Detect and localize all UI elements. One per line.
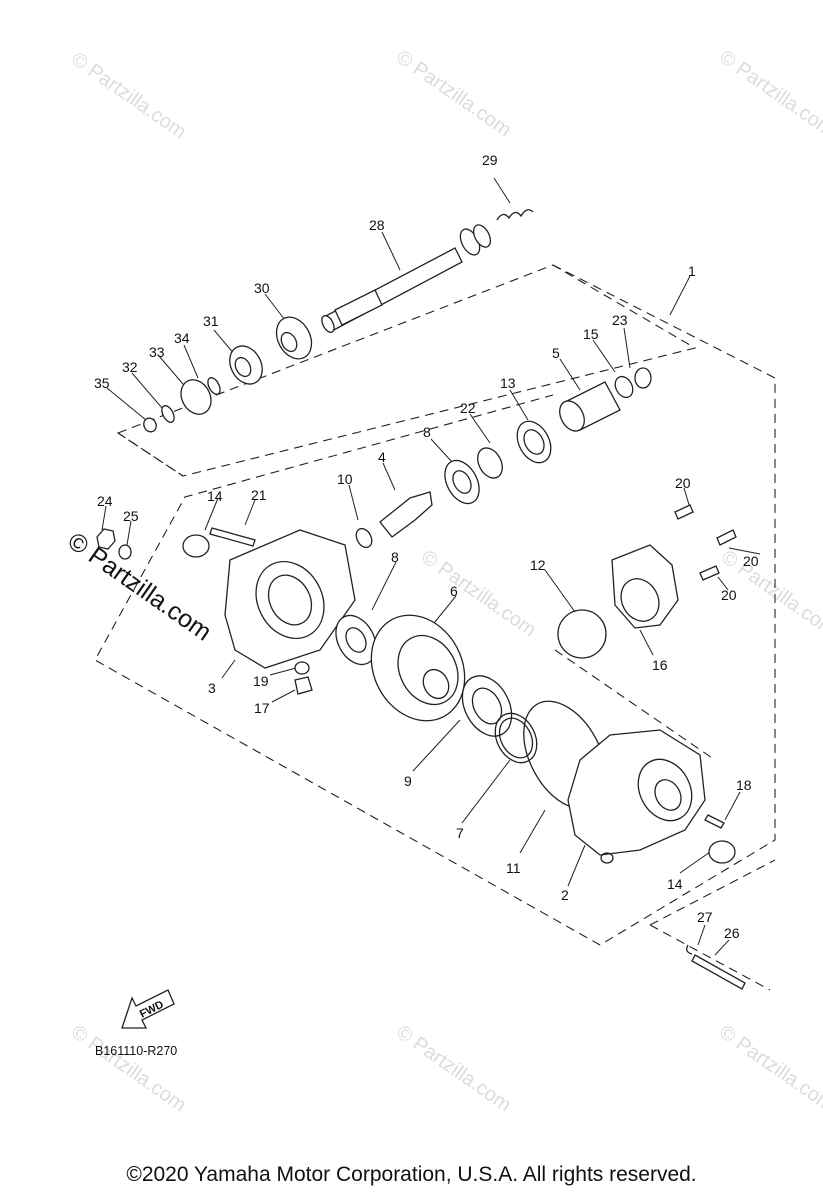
callout-22: 22 bbox=[460, 400, 476, 416]
callout-6: 6 bbox=[450, 583, 458, 599]
callout-8a: 8 bbox=[423, 424, 431, 440]
watermark-text: © Partzilla.com bbox=[67, 1021, 190, 1116]
callout-20c: 20 bbox=[721, 587, 737, 603]
callout-14b: 14 bbox=[667, 876, 683, 892]
callout-15: 15 bbox=[583, 326, 599, 342]
callout-20a: 20 bbox=[675, 475, 691, 491]
callout-24: 24 bbox=[97, 493, 113, 509]
callout-21: 21 bbox=[251, 487, 267, 503]
watermark-text: © Partzilla.com bbox=[67, 48, 190, 143]
callout-2: 2 bbox=[561, 887, 569, 903]
ring-gear-group bbox=[370, 609, 607, 810]
callout-5: 5 bbox=[552, 345, 560, 361]
actuator-group bbox=[611, 504, 737, 629]
callout-3: 3 bbox=[208, 680, 216, 696]
callout-23: 23 bbox=[612, 312, 628, 328]
pinion-gear-group bbox=[355, 367, 652, 549]
callout-34: 34 bbox=[174, 330, 190, 346]
callout-31: 31 bbox=[203, 313, 219, 329]
callout-33: 33 bbox=[149, 344, 165, 360]
watermark-text: © Partzilla.com bbox=[392, 1021, 515, 1116]
callout-30: 30 bbox=[254, 280, 270, 296]
front-housing-group bbox=[96, 527, 377, 695]
callout-27: 27 bbox=[697, 909, 713, 925]
callout-14a: 14 bbox=[207, 488, 223, 504]
callout-26: 26 bbox=[724, 925, 740, 941]
callout-labels: 1 2 3 4 5 6 7 8 8 9 10 11 12 13 14 14 15… bbox=[94, 152, 759, 941]
fwd-arrow-icon: FWD bbox=[121, 989, 175, 1029]
watermark-text: © Partzilla.com bbox=[715, 1021, 823, 1116]
pin-group bbox=[686, 944, 746, 990]
callout-7: 7 bbox=[456, 825, 464, 841]
callout-19: 19 bbox=[253, 673, 269, 689]
copyright-notice: ©2020 Yamaha Motor Corporation, U.S.A. A… bbox=[126, 1163, 697, 1186]
callout-32: 32 bbox=[122, 359, 138, 375]
callout-8b: 8 bbox=[391, 549, 399, 565]
callout-25: 25 bbox=[123, 508, 139, 524]
callout-13: 13 bbox=[500, 375, 516, 391]
callout-35: 35 bbox=[94, 375, 110, 391]
watermark-layer: © Partzilla.com © Partzilla.com © Partzi… bbox=[67, 46, 823, 1116]
assembly-outline bbox=[94, 264, 776, 991]
callout-1: 1 bbox=[688, 263, 696, 279]
callout-12: 12 bbox=[530, 557, 546, 573]
leader-lines bbox=[101, 177, 761, 956]
callout-10: 10 bbox=[337, 471, 353, 487]
drive-shaft-group bbox=[143, 209, 534, 433]
callout-18: 18 bbox=[736, 777, 752, 793]
callout-29: 29 bbox=[482, 152, 498, 168]
callout-20b: 20 bbox=[743, 553, 759, 569]
rear-housing-group bbox=[567, 729, 736, 864]
watermark-text: © Partzilla.com bbox=[715, 46, 823, 141]
callout-28: 28 bbox=[369, 217, 385, 233]
fwd-label: FWD bbox=[138, 999, 166, 1021]
diagram-code: B161110-R270 bbox=[95, 1044, 177, 1058]
callout-11: 11 bbox=[506, 860, 521, 876]
callout-17: 17 bbox=[254, 700, 270, 716]
callout-16: 16 bbox=[652, 657, 668, 673]
callout-4: 4 bbox=[378, 449, 386, 465]
watermark-text: © Partzilla.com bbox=[392, 46, 515, 141]
callout-9: 9 bbox=[404, 773, 412, 789]
